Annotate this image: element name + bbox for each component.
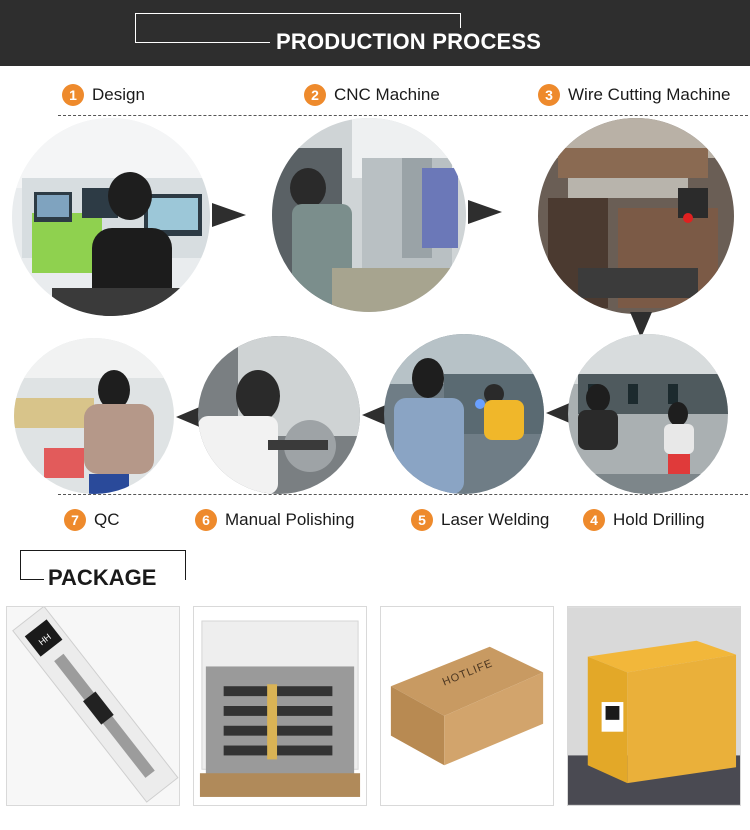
photo-manual-polishing (198, 336, 360, 494)
step-number: 3 (538, 84, 560, 106)
step-number: 4 (583, 509, 605, 531)
divider-top (58, 115, 748, 116)
hold-drilling-image (568, 334, 728, 494)
flow-arrow-left-1 (176, 406, 202, 428)
step-label: Hold Drilling (613, 510, 705, 529)
open-box-with-bags-image (194, 607, 366, 805)
step-label: Manual Polishing (225, 510, 355, 529)
package-photo-shipping-box (567, 606, 741, 806)
header-banner: PRODUCTION PROCESS (0, 0, 750, 66)
cnc-workshop-image (272, 118, 466, 312)
polishing-image (198, 336, 360, 494)
kraft-gift-box-image (381, 607, 553, 805)
step-label: CNC Machine (334, 85, 440, 104)
flow-arrow-down (630, 312, 652, 338)
title-frame-line (135, 42, 275, 43)
package-title: PACKAGE (44, 564, 161, 592)
step-design: 1 Design (62, 82, 145, 108)
photo-design (12, 118, 210, 316)
step-label: Laser Welding (441, 510, 550, 529)
package-title-frame (20, 550, 186, 580)
step-number: 1 (62, 84, 84, 106)
photo-qc (14, 338, 174, 494)
step-qc: 7 QC (64, 507, 120, 533)
photo-hold-drilling (568, 334, 728, 494)
step-hold-drilling: 4 Hold Drilling (583, 507, 705, 533)
step-cnc-machine: 2 CNC Machine (304, 82, 440, 108)
step-label: Design (92, 85, 145, 104)
step-manual-polishing: 6 Manual Polishing (195, 507, 354, 533)
wire-cutting-image (538, 118, 734, 314)
step-label: QC (94, 510, 120, 529)
bracelet-in-bag-image: HH (7, 607, 179, 805)
step-number: 5 (411, 509, 433, 531)
package-photo-gift-box: HOTLIFE (380, 606, 554, 806)
package-photo-bag: HH (6, 606, 180, 806)
photo-laser-welding (384, 334, 544, 494)
divider-bottom (58, 494, 748, 495)
flow-arrow-right-2 (468, 200, 502, 224)
photo-cnc (272, 118, 466, 312)
step-label: Wire Cutting Machine (568, 85, 731, 104)
step-wire-cutting: 3 Wire Cutting Machine (538, 82, 731, 108)
flow-arrow-left-2 (362, 404, 388, 426)
photo-wire-cutting (538, 118, 734, 314)
package-photo-box-open (193, 606, 367, 806)
step-number: 2 (304, 84, 326, 106)
flow-arrow-left-3 (546, 402, 572, 424)
yellow-shipping-box-image (568, 607, 740, 805)
page-title: PRODUCTION PROCESS (270, 28, 548, 56)
step-laser-welding: 5 Laser Welding (411, 507, 549, 533)
qc-image (14, 338, 174, 494)
laser-welding-image (384, 334, 544, 494)
flow-arrow-right-1 (212, 203, 246, 227)
package-title-frame-line (20, 579, 48, 580)
step-number: 6 (195, 509, 217, 531)
step-number: 7 (64, 509, 86, 531)
design-office-image (12, 118, 210, 316)
